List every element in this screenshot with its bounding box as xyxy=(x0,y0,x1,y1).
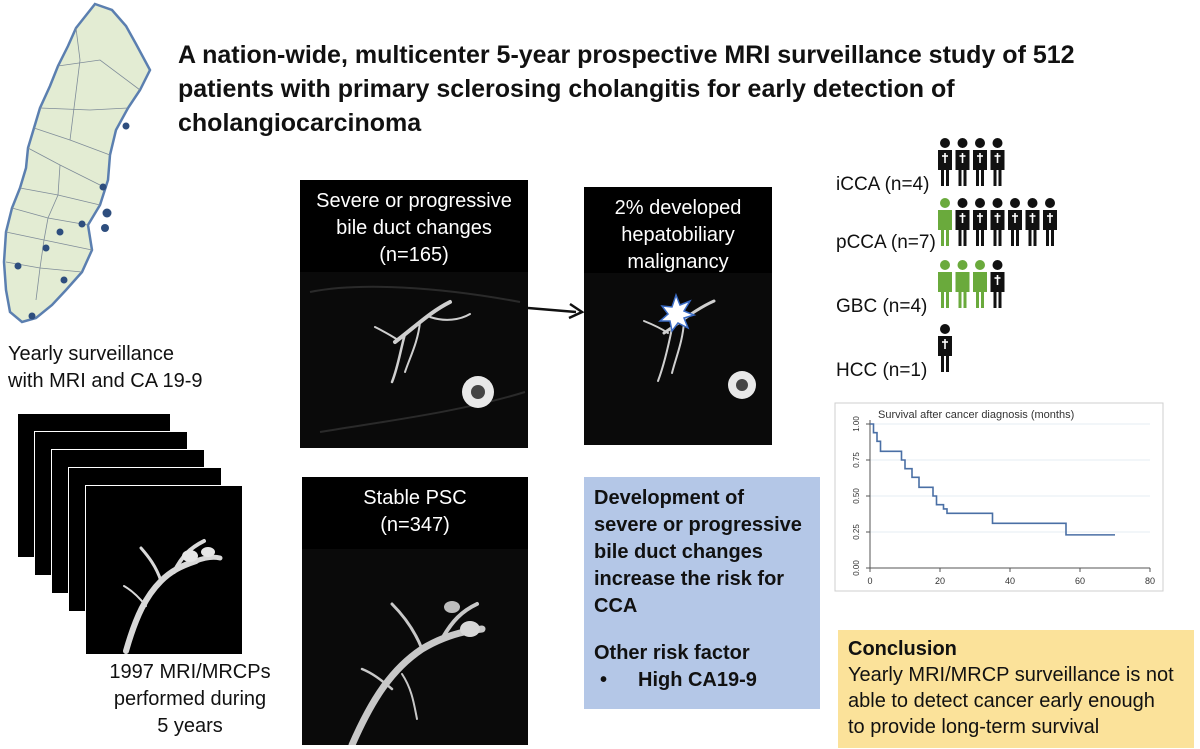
alive-person-icon xyxy=(973,260,987,308)
x-tick-label: 20 xyxy=(935,576,945,586)
mri-scan-image xyxy=(584,273,772,445)
deceased-person-icon xyxy=(990,260,1005,308)
deceased-person-icon xyxy=(973,198,987,246)
y-tick-label: 0.00 xyxy=(852,560,861,576)
x-tick-label: 40 xyxy=(1005,576,1015,586)
deceased-person-icon xyxy=(955,198,970,246)
risk-bullet-item: • High CA19-9 xyxy=(600,669,757,691)
outcome-label: GBC (n=4) xyxy=(836,296,928,317)
outcome-label: HCC (n=1) xyxy=(836,360,928,381)
mri-sheet-front xyxy=(85,485,243,655)
mri-stack-caption: 1997 MRI/MRCPs performed during 5 years xyxy=(109,661,271,737)
deceased-person-icon xyxy=(1025,198,1040,246)
malignancy-panel: 2% developed hepatobiliary malignancy xyxy=(584,187,772,445)
survival-curve xyxy=(870,423,1115,536)
outcomes-panel: iCCA (n=4) pCCA (n=7) GBC (n=4) HCC (n=1… xyxy=(820,130,1200,390)
deceased-person-icon xyxy=(1008,198,1022,246)
y-tick-label: 0.50 xyxy=(852,488,861,504)
deceased-person-icon xyxy=(955,138,970,186)
outcome-label: pCCA (n=7) xyxy=(836,232,936,253)
mri-scan-image xyxy=(300,272,528,448)
map-caption: Yearly surveillance with MRI and CA 19-9 xyxy=(8,343,203,392)
deceased-person-icon xyxy=(973,138,987,186)
people-icons xyxy=(938,138,1057,372)
chart-title: Survival after cancer diagnosis (months) xyxy=(878,409,1074,421)
x-tick-label: 60 xyxy=(1075,576,1085,586)
alive-person-icon xyxy=(938,260,952,308)
x-tick-label: 0 xyxy=(867,576,872,586)
center-markers xyxy=(14,122,130,320)
deceased-person-icon xyxy=(990,138,1005,186)
page-title: A nation-wide, multicenter 5-year prospe… xyxy=(178,41,1075,137)
survival-chart: Survival after cancer diagnosis (months)… xyxy=(834,402,1164,592)
severe-changes-panel: Severe or progressive bile duct changes … xyxy=(300,180,528,448)
deceased-person-icon xyxy=(990,198,1005,246)
x-tick-label: 80 xyxy=(1145,576,1155,586)
arrow-icon xyxy=(527,302,585,320)
mri-stack xyxy=(17,413,243,655)
alive-person-icon xyxy=(955,260,970,308)
deceased-person-icon xyxy=(1043,198,1057,246)
stable-psc-panel: Stable PSC (n=347) xyxy=(302,477,528,745)
tumor-star-icon xyxy=(658,292,697,333)
conclusion-heading: Conclusion xyxy=(848,638,957,660)
y-tick-label: 0.75 xyxy=(852,452,861,468)
sweden-map xyxy=(2,2,152,324)
risk-factor-box: Development of severe or progressive bil… xyxy=(584,477,820,709)
mri-scan-image xyxy=(302,549,528,745)
outcome-label: iCCA (n=4) xyxy=(836,174,930,195)
deceased-person-icon xyxy=(938,324,952,372)
y-tick-label: 0.25 xyxy=(852,524,861,540)
alive-person-icon xyxy=(938,198,952,246)
y-tick-label: 1.00 xyxy=(852,416,861,432)
deceased-person-icon xyxy=(938,138,952,186)
conclusion-box: Conclusion Yearly MRI/MRCP surveillance … xyxy=(838,630,1194,748)
